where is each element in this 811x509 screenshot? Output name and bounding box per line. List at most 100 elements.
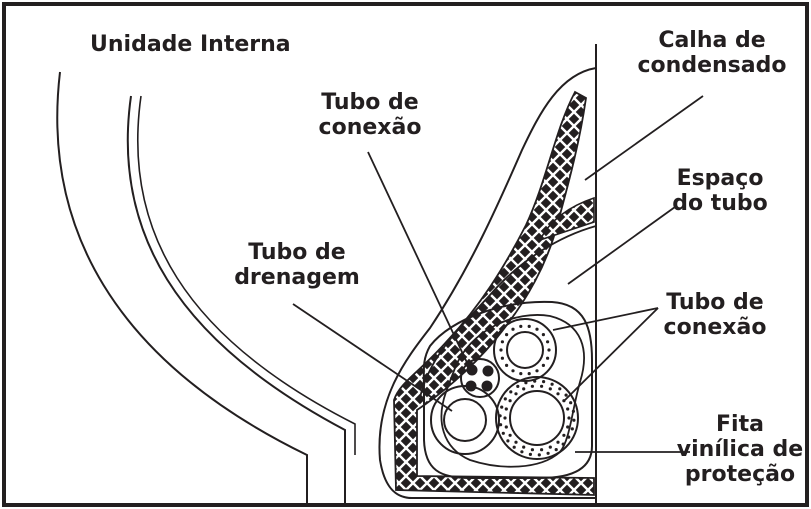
insulation-dot — [548, 387, 552, 391]
label-line: conexão — [663, 315, 767, 340]
insulation-dot — [550, 382, 554, 386]
small-tube-outer — [493, 318, 557, 382]
insulation-dot — [522, 387, 526, 391]
insulation-dot — [511, 369, 515, 373]
insulation-dot — [527, 372, 531, 376]
insulation-dot — [503, 416, 507, 420]
insulation-dot — [566, 425, 570, 429]
label-line: conexão — [318, 115, 422, 140]
unit-inner-curve — [126, 95, 346, 505]
insulation-dot — [547, 348, 551, 352]
large-tube-outer — [495, 376, 579, 460]
insulation-dot — [558, 387, 562, 391]
vinyl-tape-bundle — [422, 300, 593, 479]
label-vinyl-tape: Fita vinílica de proteção — [670, 412, 810, 487]
leader-tube-space — [567, 206, 676, 285]
insulation-dot — [506, 439, 510, 443]
drain-tube-outer — [430, 385, 500, 455]
large-tube-insulation-dots — [498, 379, 576, 457]
insulation-dot — [519, 372, 523, 376]
insulation-dot — [540, 384, 544, 388]
insulation-dot — [509, 390, 513, 394]
insulation-dot — [572, 418, 576, 422]
insulation-dot — [500, 340, 504, 344]
insulation-dot — [540, 448, 544, 452]
insulation-dot — [514, 392, 518, 396]
large-tube-inner — [509, 390, 565, 446]
insulation-dot — [505, 363, 509, 367]
tube-space-wall — [418, 225, 597, 403]
insulation-dot — [514, 440, 518, 444]
insulation-dot — [508, 433, 512, 437]
label-condensate-channel: Calha de condensado — [632, 28, 792, 78]
insulation-dot — [556, 392, 560, 396]
insulation-dot — [500, 405, 504, 409]
insulation-dot — [533, 379, 537, 383]
insulation-dot — [535, 369, 539, 373]
insulation-dot — [516, 384, 520, 388]
label-line: Espaço — [676, 166, 764, 191]
insulation-dot — [530, 384, 535, 388]
leader-connection-right-b — [564, 307, 659, 401]
leader-connection-right-a — [552, 307, 659, 331]
label-line: Tubo de — [321, 90, 419, 115]
label-line: Tubo de — [666, 290, 764, 315]
cable-core — [465, 380, 477, 392]
label-drain-tube: Tubo de drenagem — [222, 240, 372, 290]
label-line: do tubo — [672, 191, 768, 216]
insulation-dot — [499, 348, 503, 352]
insulation-flange — [538, 196, 595, 242]
insulation-dot — [512, 445, 516, 449]
label-tube-space: Espaço do tubo — [660, 166, 780, 216]
label-connection-tube-right: Tubo de conexão — [645, 290, 785, 340]
unit-inner-curve-2 — [137, 95, 356, 455]
insulation-dot — [537, 453, 541, 457]
label-indoor-unit: Unidade Interna — [90, 32, 291, 57]
insulation-dot — [548, 445, 552, 449]
insulation-dot — [500, 356, 504, 360]
insulation-dot — [564, 393, 568, 397]
insulation-dot — [499, 423, 503, 427]
insulation-dot — [562, 399, 566, 403]
label-line: proteção — [684, 462, 796, 487]
small-tube-inner — [506, 331, 544, 369]
insulation-dot — [570, 427, 574, 431]
insulation-dot — [546, 340, 550, 344]
insulation-dot — [511, 327, 515, 331]
insulation-dot — [508, 399, 512, 403]
label-line: drenagem — [234, 265, 360, 290]
insulation-dot — [498, 414, 502, 418]
insulation-dot — [546, 451, 550, 455]
label-indoor-unit-text: Unidade Interna — [90, 32, 291, 57]
drain-tube-inner — [443, 398, 487, 442]
small-tube-insulation-dots — [499, 324, 551, 376]
insulation-dot — [541, 363, 546, 367]
insulation-dot — [541, 333, 546, 337]
insulation-dot — [567, 435, 571, 439]
insulation-dot — [504, 425, 508, 429]
insulation-dot — [556, 440, 560, 444]
insulation-dot — [562, 433, 566, 437]
label-line: Calha de — [658, 28, 766, 53]
insulation-dot — [504, 407, 508, 411]
insulation-dot — [542, 380, 546, 384]
insulation-dot — [530, 448, 535, 452]
insulation-dot — [520, 450, 524, 454]
insulation-dot — [571, 409, 576, 413]
insulation-dot — [528, 452, 533, 456]
insulation-dot — [519, 324, 523, 328]
label-line: Tubo de — [248, 240, 346, 265]
insulation-dot — [567, 416, 571, 420]
insulation-dot — [527, 324, 531, 328]
cable-bundle — [460, 358, 500, 398]
leader-condensate-channel — [584, 95, 704, 181]
insulation-dot — [501, 431, 505, 435]
label-line: vinílica de — [676, 437, 804, 462]
insulation-dot — [546, 356, 550, 360]
unit-outer-curve — [56, 71, 308, 505]
insulation-dot — [554, 448, 558, 452]
cable-core — [482, 365, 494, 377]
label-line: condensado — [637, 53, 787, 78]
